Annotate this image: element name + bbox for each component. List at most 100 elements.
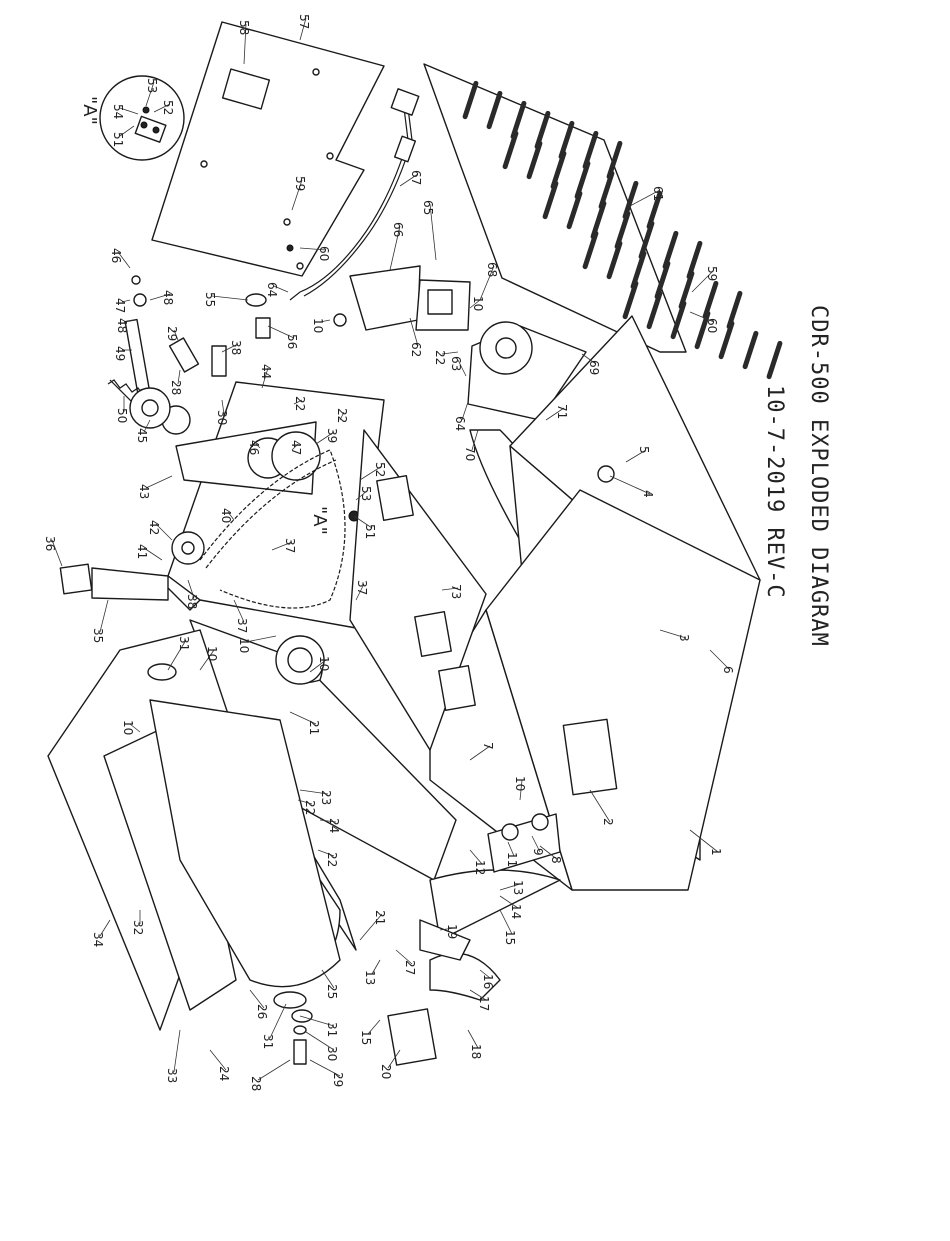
callout-14: 14	[509, 904, 523, 919]
callout-60: 60	[705, 318, 719, 333]
leader-line	[199, 649, 215, 671]
callout-41: 41	[135, 544, 149, 559]
callout-15: 15	[503, 930, 517, 945]
callout-1: 1	[709, 848, 723, 856]
callout-33: 33	[165, 1068, 179, 1083]
vent-slot	[566, 190, 583, 230]
vent-slot	[622, 280, 639, 320]
leader-line	[121, 299, 131, 303]
callout-23: 23	[319, 790, 333, 805]
callout-48: 48	[115, 318, 129, 333]
callout-22: 22	[293, 396, 307, 411]
callout-45: 45	[135, 428, 149, 443]
callout-63: 63	[449, 356, 463, 371]
leader-line	[227, 511, 235, 521]
leader-line	[319, 319, 331, 323]
leader-line	[309, 1059, 341, 1077]
leader-line	[299, 247, 327, 251]
callout-60: 60	[317, 246, 331, 261]
callout-70: 70	[463, 446, 477, 461]
callout-15: 15	[359, 1030, 373, 1045]
vent-slot	[622, 180, 639, 220]
leader-line	[441, 587, 459, 591]
callout-22: 22	[303, 800, 317, 815]
detail-view-inline-label: "A"	[309, 506, 330, 535]
vent-slot	[558, 120, 575, 160]
callout-10: 10	[311, 318, 325, 333]
callout-27: 27	[403, 960, 417, 975]
callout-66: 66	[391, 222, 405, 237]
leader-line	[367, 1019, 381, 1035]
leader-line	[499, 895, 519, 909]
leader-line	[119, 125, 135, 137]
chute-assembly	[387, 869, 561, 1066]
tensioner-parts	[107, 275, 271, 429]
title-line-1: CDR-500 EXPLODED DIAGRAM	[806, 305, 831, 647]
leader-line	[99, 919, 111, 937]
leader-line	[355, 583, 365, 601]
callout-30: 30	[325, 1046, 339, 1061]
leader-line	[471, 429, 479, 451]
leader-line	[691, 269, 715, 293]
leader-line	[317, 849, 335, 857]
vent-slot	[646, 190, 663, 230]
callout-10: 10	[471, 296, 485, 311]
roller-shaft	[59, 563, 169, 601]
leader-line	[469, 849, 483, 865]
leader-line	[609, 475, 651, 495]
leader-line	[243, 23, 247, 65]
callout-49: 49	[113, 346, 127, 361]
vent-slot	[670, 300, 687, 340]
vented-side-panel	[423, 63, 783, 380]
leader-line	[659, 629, 687, 639]
callout-22: 22	[325, 852, 339, 867]
callout-59: 59	[293, 176, 307, 191]
leader-line	[531, 835, 541, 853]
vent-slot	[614, 210, 631, 250]
callout-64: 64	[453, 416, 467, 431]
power-cord	[289, 88, 420, 301]
callout-61: 61	[651, 186, 665, 201]
vent-slot	[766, 340, 783, 380]
vent-slot	[678, 270, 695, 310]
leader-line	[271, 541, 293, 551]
leader-line	[299, 1015, 335, 1027]
detail-view-a: "A"	[79, 75, 185, 161]
leader-line	[145, 475, 173, 489]
callout-51: 51	[363, 524, 377, 539]
callout-43: 43	[137, 484, 151, 499]
callout-71: 71	[555, 404, 569, 419]
leader-line	[709, 649, 731, 671]
callout-31: 31	[325, 1022, 339, 1037]
vent-slot	[686, 240, 703, 280]
leader-line	[297, 799, 313, 805]
callout-13: 13	[511, 880, 525, 895]
callout-11: 11	[505, 852, 519, 867]
leader-line	[249, 989, 265, 1009]
leader-line	[461, 401, 469, 421]
leader-line	[309, 659, 327, 673]
callout-39: 39	[325, 428, 339, 443]
leader-line	[293, 399, 303, 405]
vent-slot	[718, 320, 735, 360]
vent-slot	[742, 330, 759, 370]
leader-line	[499, 883, 521, 891]
leader-line	[429, 203, 437, 261]
callout-52: 52	[161, 100, 175, 115]
leader-line	[267, 325, 295, 339]
vent-slot	[534, 110, 551, 150]
top-panel	[151, 21, 385, 277]
vent-slot	[646, 290, 663, 330]
loose-parts	[147, 663, 313, 1065]
callout-21: 21	[373, 910, 387, 925]
vent-slot	[462, 80, 479, 120]
callout-31: 31	[261, 1034, 275, 1049]
vent-slot	[502, 130, 519, 170]
callout-47: 47	[289, 440, 303, 455]
callout-65: 65	[421, 200, 435, 215]
leader-line	[387, 1049, 401, 1069]
switch-plate	[487, 813, 561, 873]
detail-view-label: "A"	[79, 96, 100, 125]
callout-69: 69	[587, 360, 601, 375]
